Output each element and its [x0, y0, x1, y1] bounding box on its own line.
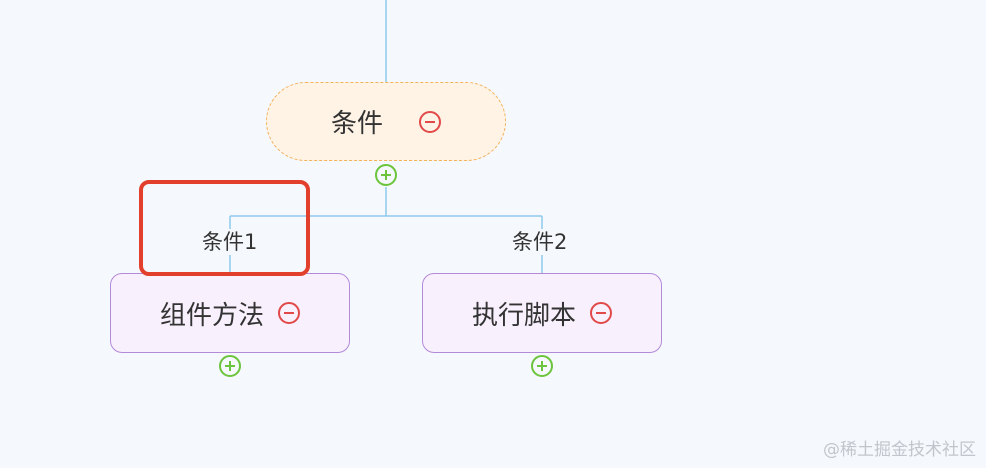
watermark: @稀土掘金技术社区	[823, 440, 976, 460]
edge-label-condition-1: 条件1	[200, 229, 260, 255]
component-method-node[interactable]: 组件方法	[110, 273, 350, 353]
minus-circle-icon[interactable]	[278, 302, 300, 324]
plus-circle-icon[interactable]	[375, 164, 397, 186]
minus-circle-icon[interactable]	[419, 110, 441, 133]
component-method-label: 组件方法	[159, 300, 264, 331]
condition-node[interactable]: 条件	[266, 82, 506, 161]
edge-label-condition-2: 条件2	[510, 229, 570, 255]
plus-circle-icon[interactable]	[219, 355, 241, 377]
condition-node-label: 条件	[330, 109, 383, 139]
minus-circle-icon[interactable]	[590, 302, 612, 324]
execute-script-node[interactable]: 执行脚本	[422, 273, 662, 353]
execute-script-label: 执行脚本	[471, 300, 576, 331]
highlight-annotation	[139, 180, 310, 276]
plus-circle-icon[interactable]	[531, 355, 553, 377]
